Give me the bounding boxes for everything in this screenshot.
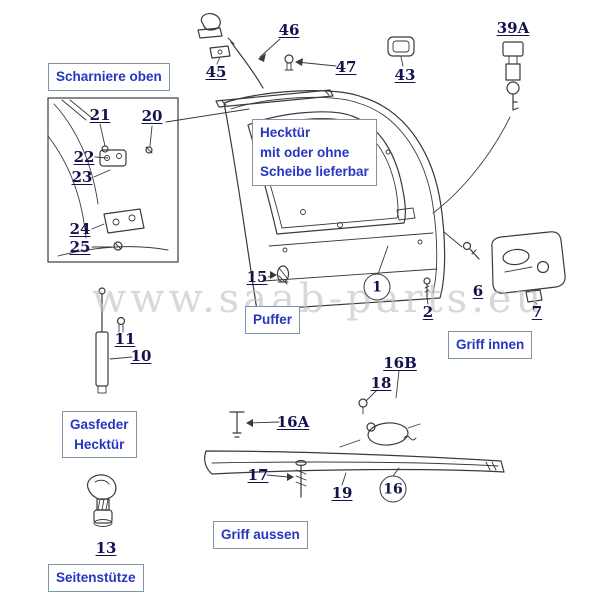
label-puffer: Puffer [245, 306, 301, 334]
callout-21: 21 [89, 106, 111, 124]
callout-17: 17 [247, 466, 269, 484]
callout-24: 24 [69, 220, 91, 238]
label-text: Griff aussen [221, 527, 300, 542]
callout-2: 2 [422, 303, 434, 321]
callout-23: 23 [71, 168, 93, 186]
label-text: Griff innen [456, 337, 525, 352]
label-griff-aussen: Griff aussen [213, 521, 308, 549]
label-line: mit oder ohne [260, 144, 350, 160]
label-line: Gasfeder [70, 417, 129, 432]
callout-19: 19 [331, 484, 353, 502]
callout-47: 47 [335, 58, 357, 76]
callout-1: 1 [363, 273, 391, 301]
outer-handle-drawing [204, 398, 505, 498]
callout-11: 11 [114, 330, 136, 348]
label-griff-innen: Griff innen [448, 331, 533, 359]
side-support-drawing [86, 474, 117, 527]
label-line: Hecktür [74, 436, 125, 452]
inner-handle-drawing [491, 231, 566, 303]
callout-13: 13 [95, 539, 117, 557]
roof-molding-drawing [215, 89, 334, 108]
callout-10: 10 [130, 347, 152, 365]
callout-16b: 16B [383, 354, 417, 372]
tailgate-drawing [223, 90, 446, 311]
callout-45: 45 [205, 63, 227, 81]
label-gasfeder-hecktuer: Gasfeder Hecktür [62, 411, 137, 459]
hinge-detail-inset [47, 97, 179, 263]
upper-hinge-drawing [197, 12, 264, 89]
callout-39a: 39A [496, 19, 530, 37]
screw-2-drawing [423, 277, 431, 298]
label-text: Scharniere oben [56, 69, 162, 84]
callout-6: 6 [472, 282, 484, 300]
label-hecktuer-info: Hecktür mit oder ohne Scheibe lieferbar [252, 119, 377, 186]
callout-43: 43 [394, 66, 416, 84]
label-seitenstuetze: Seitenstütze [48, 564, 144, 592]
lock-cylinder-39a-drawing [502, 41, 524, 111]
grommet-43-drawing [387, 36, 415, 57]
callout-15: 15 [246, 268, 268, 286]
callout-20: 20 [141, 107, 163, 125]
label-line: Hecktür [260, 125, 311, 140]
callout-25: 25 [69, 238, 91, 256]
callout-46: 46 [278, 21, 300, 39]
screw-6-drawing [462, 241, 480, 260]
callout-16a: 16A [276, 413, 310, 431]
label-text: Seitenstütze [56, 570, 136, 585]
label-line: Scheibe lieferbar [260, 164, 369, 180]
buffer-drawing [276, 265, 290, 285]
callout-18: 18 [370, 374, 392, 392]
label-text: Puffer [253, 312, 293, 327]
gas-spring-drawing [95, 287, 126, 394]
callout-22: 22 [73, 148, 95, 166]
callout-16: 16 [379, 475, 407, 503]
clip-47-drawing [284, 54, 294, 71]
callout-7: 7 [531, 303, 543, 321]
leader-lines [91, 38, 538, 486]
label-scharniere-oben: Scharniere oben [48, 63, 170, 91]
